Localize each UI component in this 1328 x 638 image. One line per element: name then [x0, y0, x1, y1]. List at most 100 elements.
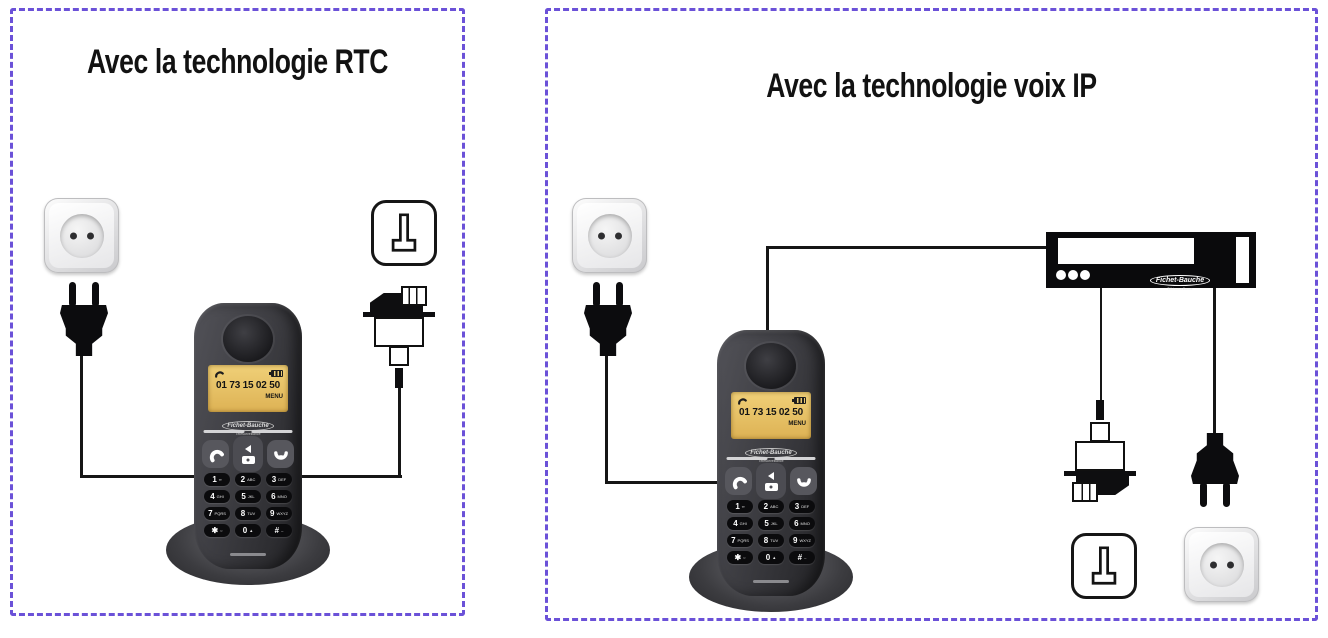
nav-left-icon: [768, 471, 774, 480]
keypad-key: ✱○: [727, 551, 753, 564]
nav-keys: [202, 436, 294, 472]
outlet-hole: [1209, 561, 1217, 568]
mic-slit: [230, 553, 266, 556]
plug-prong: [92, 282, 99, 307]
brand-name: Fichet-Bauche: [222, 421, 274, 431]
plug-prong: [616, 282, 623, 307]
power-outlet: [44, 198, 119, 273]
phone-screen: 01 73 15 02 50 MENU: [208, 365, 288, 412]
keypad-key: #–: [266, 524, 292, 537]
t-plug-flange: [1064, 471, 1136, 476]
call-icon: [209, 449, 224, 462]
box-t-plug-cable: [1100, 288, 1102, 402]
brand-tagline: Télésurveillance: [1167, 287, 1193, 291]
power-cable-vertical: [605, 346, 608, 484]
box-brand-logo: Fichet-Bauche Télésurveillance: [1138, 269, 1222, 291]
phone-t-plug: [1064, 400, 1136, 502]
outlet-hole: [86, 232, 94, 239]
plug-prong: [69, 282, 76, 307]
call-key: [725, 467, 752, 495]
t-plug-stub: [389, 346, 409, 366]
t-glyph-icon: [391, 213, 417, 252]
panel-rtc: Avec la technologie RTC: [10, 8, 465, 616]
keypad-key: 1∞: [727, 500, 753, 513]
phone-t-plug: [363, 286, 435, 388]
phone-brand-logo: Fichet-Bauche Télésurveillance: [731, 441, 811, 463]
battery-icon: [792, 396, 806, 404]
power-plug: [1191, 433, 1239, 507]
battery-icon: [269, 369, 283, 377]
nav-keys: [725, 463, 817, 499]
box-power-cable: [1213, 288, 1216, 437]
earpiece-speaker: [746, 343, 796, 389]
outlet-well: [59, 213, 104, 258]
hangup-key: [790, 467, 817, 495]
outlet-hole: [597, 232, 605, 239]
keypad-key: 0▲: [235, 524, 261, 537]
hangup-icon: [273, 450, 288, 460]
keypad-key: ✱○: [204, 524, 230, 537]
plug-body: [60, 305, 108, 356]
power-outlet: [1184, 527, 1259, 602]
outlet-well: [1199, 542, 1244, 587]
handset-icon: [738, 398, 747, 405]
power-plug: [584, 282, 632, 356]
brand-tagline: Télésurveillance: [235, 432, 261, 436]
panel-voip: Avec la technologie voix IP: [545, 8, 1318, 621]
nav-key: [756, 463, 786, 499]
keypad-key: 1∞: [204, 473, 230, 486]
box-side-slot: [1236, 237, 1249, 283]
rj11-connector-icon: [401, 286, 427, 306]
hangup-key: [267, 440, 294, 468]
led-indicator: [1056, 270, 1066, 280]
call-icon: [732, 476, 747, 489]
led-indicator: [1068, 270, 1078, 280]
t-plug-body: [374, 317, 424, 347]
phone-handset: 01 73 15 02 50 MENU Fichet-Bauche Télésu…: [194, 303, 302, 569]
keypad-key: 0▲: [758, 551, 784, 564]
t-plug-body: [1075, 441, 1125, 471]
outlet-hole: [1226, 561, 1234, 568]
nav-key: [233, 436, 263, 472]
phone-number: 01 73 15 02 50: [216, 380, 280, 391]
plug-prong: [593, 282, 600, 307]
phone-t-socket-icon: [371, 200, 437, 266]
power-outlet: [572, 198, 647, 273]
phone-number: 01 73 15 02 50: [739, 407, 803, 418]
t-glyph-icon: [1091, 546, 1117, 585]
menu-label: MENU: [265, 394, 283, 400]
call-key: [202, 440, 229, 468]
nav-left-icon: [245, 444, 251, 453]
box-display: [1058, 238, 1194, 264]
brand-name: Fichet-Bauche: [1149, 275, 1211, 286]
plug-prong: [1223, 482, 1230, 507]
phone-screen: 01 73 15 02 50 MENU: [731, 392, 811, 439]
power-plug: [60, 282, 108, 356]
t-plug-stub: [1090, 422, 1110, 442]
cordless-phone: 01 73 15 02 50 MENU Fichet-Bauche Télésu…: [681, 330, 861, 616]
panel-voip-title: Avec la technologie voix IP: [766, 67, 1097, 105]
t-plug-cable-boot: [395, 368, 403, 388]
plug-body: [1191, 433, 1239, 484]
earpiece-speaker: [223, 316, 273, 362]
t-plug-flange: [363, 312, 435, 317]
phone-line-cable: [398, 386, 401, 477]
keypad-key: #–: [789, 551, 815, 564]
phone-to-box-cable-horizontal: [766, 246, 1048, 249]
phone-handset: 01 73 15 02 50 MENU Fichet-Bauche Télésu…: [717, 330, 825, 596]
brand-tagline: Télésurveillance: [758, 459, 784, 463]
